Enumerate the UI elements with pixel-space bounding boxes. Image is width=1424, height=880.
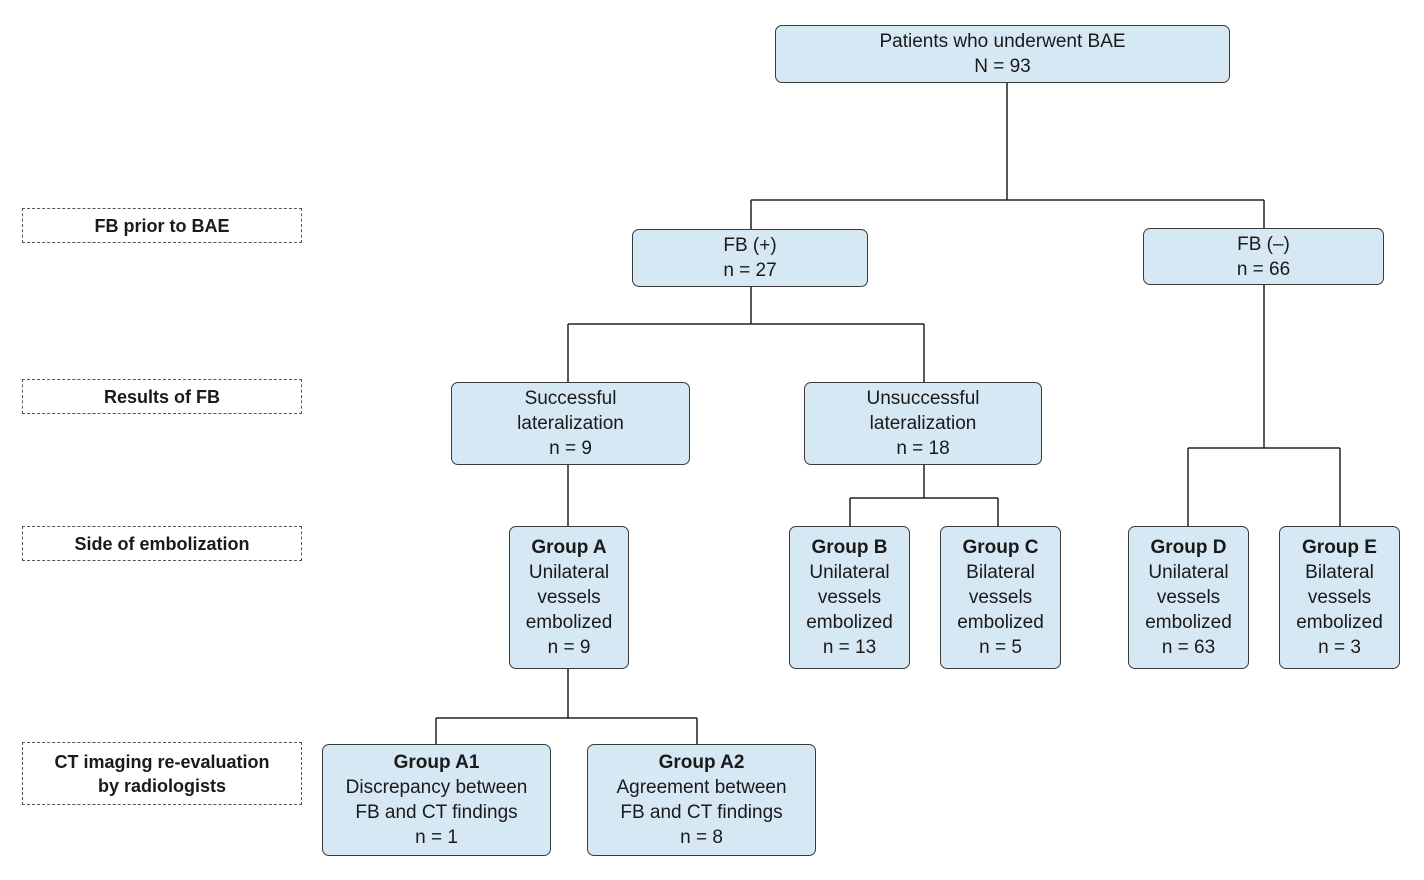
node-group-d-count: n = 63: [1161, 637, 1216, 658]
node-group-e-count: n = 3: [1318, 637, 1361, 658]
node-group-e-title: Group E: [1302, 537, 1377, 558]
node-group-a2: Group A2 Agreement between FB and CT fin…: [587, 744, 816, 856]
node-group-c-title: Group C: [962, 537, 1039, 558]
edge-fbpos-to-results: [567, 287, 925, 382]
node-group-a1-line2: FB and CT findings: [355, 802, 518, 823]
node-group-c-line1: Bilateral: [966, 562, 1035, 583]
node-group-d: Group D Unilateral vessels embolized n =…: [1128, 526, 1249, 669]
node-group-a1-count: n = 1: [415, 827, 458, 848]
node-fb-positive: FB (+) n = 27: [632, 229, 868, 287]
node-group-c-line2: vessels: [968, 587, 1033, 608]
node-group-a-line2: vessels: [537, 587, 601, 608]
node-successful-line1: Successful: [524, 388, 617, 409]
node-group-d-title: Group D: [1150, 537, 1227, 558]
stage-label-results-text: Results of FB: [103, 386, 220, 407]
node-fb-negative-count: n = 66: [1236, 258, 1291, 280]
node-group-a1-title: Group A1: [393, 752, 480, 773]
node-group-c: Group C Bilateral vessels embolized n = …: [940, 526, 1061, 669]
node-root: Patients who underwent BAE N = 93: [775, 25, 1230, 83]
node-group-a1: Group A1 Discrepancy between FB and CT f…: [322, 744, 551, 856]
stage-label-ct: CT imaging re-evaluation by radiologists: [22, 742, 302, 805]
node-group-a1-line1: Discrepancy between: [345, 777, 528, 798]
node-group-b-line1: Unilateral: [809, 562, 890, 583]
node-group-a-line3: embolized: [525, 612, 613, 633]
node-unsuccessful-count: n = 18: [896, 438, 950, 459]
edge-unsuccessful-to-bc: [849, 465, 999, 526]
node-unsuccessful-line1: Unsuccessful: [866, 388, 980, 409]
stage-label-fb-prior: FB prior to BAE: [22, 208, 302, 243]
stage-label-side: Side of embolization: [22, 526, 302, 561]
node-group-b-title: Group B: [811, 537, 888, 558]
node-group-d-line2: vessels: [1156, 587, 1221, 608]
stage-label-ct-line2: by radiologists: [97, 775, 227, 796]
node-fb-positive-label: FB (+): [723, 235, 777, 256]
stage-label-ct-line1: CT imaging re-evaluation: [54, 751, 270, 772]
node-group-b: Group B Unilateral vessels embolized n =…: [789, 526, 910, 669]
node-root-count: N = 93: [974, 56, 1031, 77]
node-group-c-line3: embolized: [957, 612, 1044, 633]
node-group-e-line1: Bilateral: [1305, 562, 1374, 583]
node-group-d-line1: Unilateral: [1148, 562, 1229, 583]
stage-label-side-text: Side of embolization: [74, 533, 250, 554]
stage-label-fb-prior-text: FB prior to BAE: [94, 215, 230, 236]
node-group-d-line3: embolized: [1145, 612, 1232, 633]
node-group-a2-title: Group A2: [658, 752, 745, 773]
node-fb-positive-count: n = 27: [723, 260, 777, 281]
node-group-b-line3: embolized: [806, 612, 893, 633]
node-group-e: Group E Bilateral vessels embolized n = …: [1279, 526, 1400, 669]
stage-label-results: Results of FB: [22, 379, 302, 414]
node-fb-negative-label: FB (–): [1237, 233, 1290, 255]
node-group-a: Group A Unilateral vessels embolized n =…: [509, 526, 629, 669]
node-group-a-title: Group A: [531, 537, 607, 558]
edge-fbneg-to-de: [1187, 285, 1341, 526]
node-group-a-line1: Unilateral: [528, 562, 610, 583]
node-group-c-count: n = 5: [979, 637, 1022, 658]
node-fb-negative: FB (–) n = 66: [1143, 228, 1384, 285]
node-group-b-line2: vessels: [817, 587, 882, 608]
node-successful: Successful lateralization n = 9: [451, 382, 690, 465]
edge-root-to-fb: [750, 83, 1265, 229]
node-successful-count: n = 9: [549, 438, 592, 459]
node-group-a-count: n = 9: [547, 637, 591, 658]
node-group-a2-line2: FB and CT findings: [620, 802, 783, 823]
node-group-b-count: n = 13: [822, 637, 877, 658]
node-group-a2-count: n = 8: [680, 827, 723, 848]
node-group-e-line3: embolized: [1296, 612, 1383, 633]
node-unsuccessful: Unsuccessful lateralization n = 18: [804, 382, 1042, 465]
node-successful-line2: lateralization: [517, 413, 624, 434]
node-root-label: Patients who underwent BAE: [879, 31, 1126, 52]
node-group-e-line2: vessels: [1307, 587, 1372, 608]
node-group-a2-line1: Agreement between: [616, 777, 787, 798]
edge-groupa-to-a1a2: [435, 669, 698, 744]
node-unsuccessful-line2: lateralization: [869, 413, 977, 434]
